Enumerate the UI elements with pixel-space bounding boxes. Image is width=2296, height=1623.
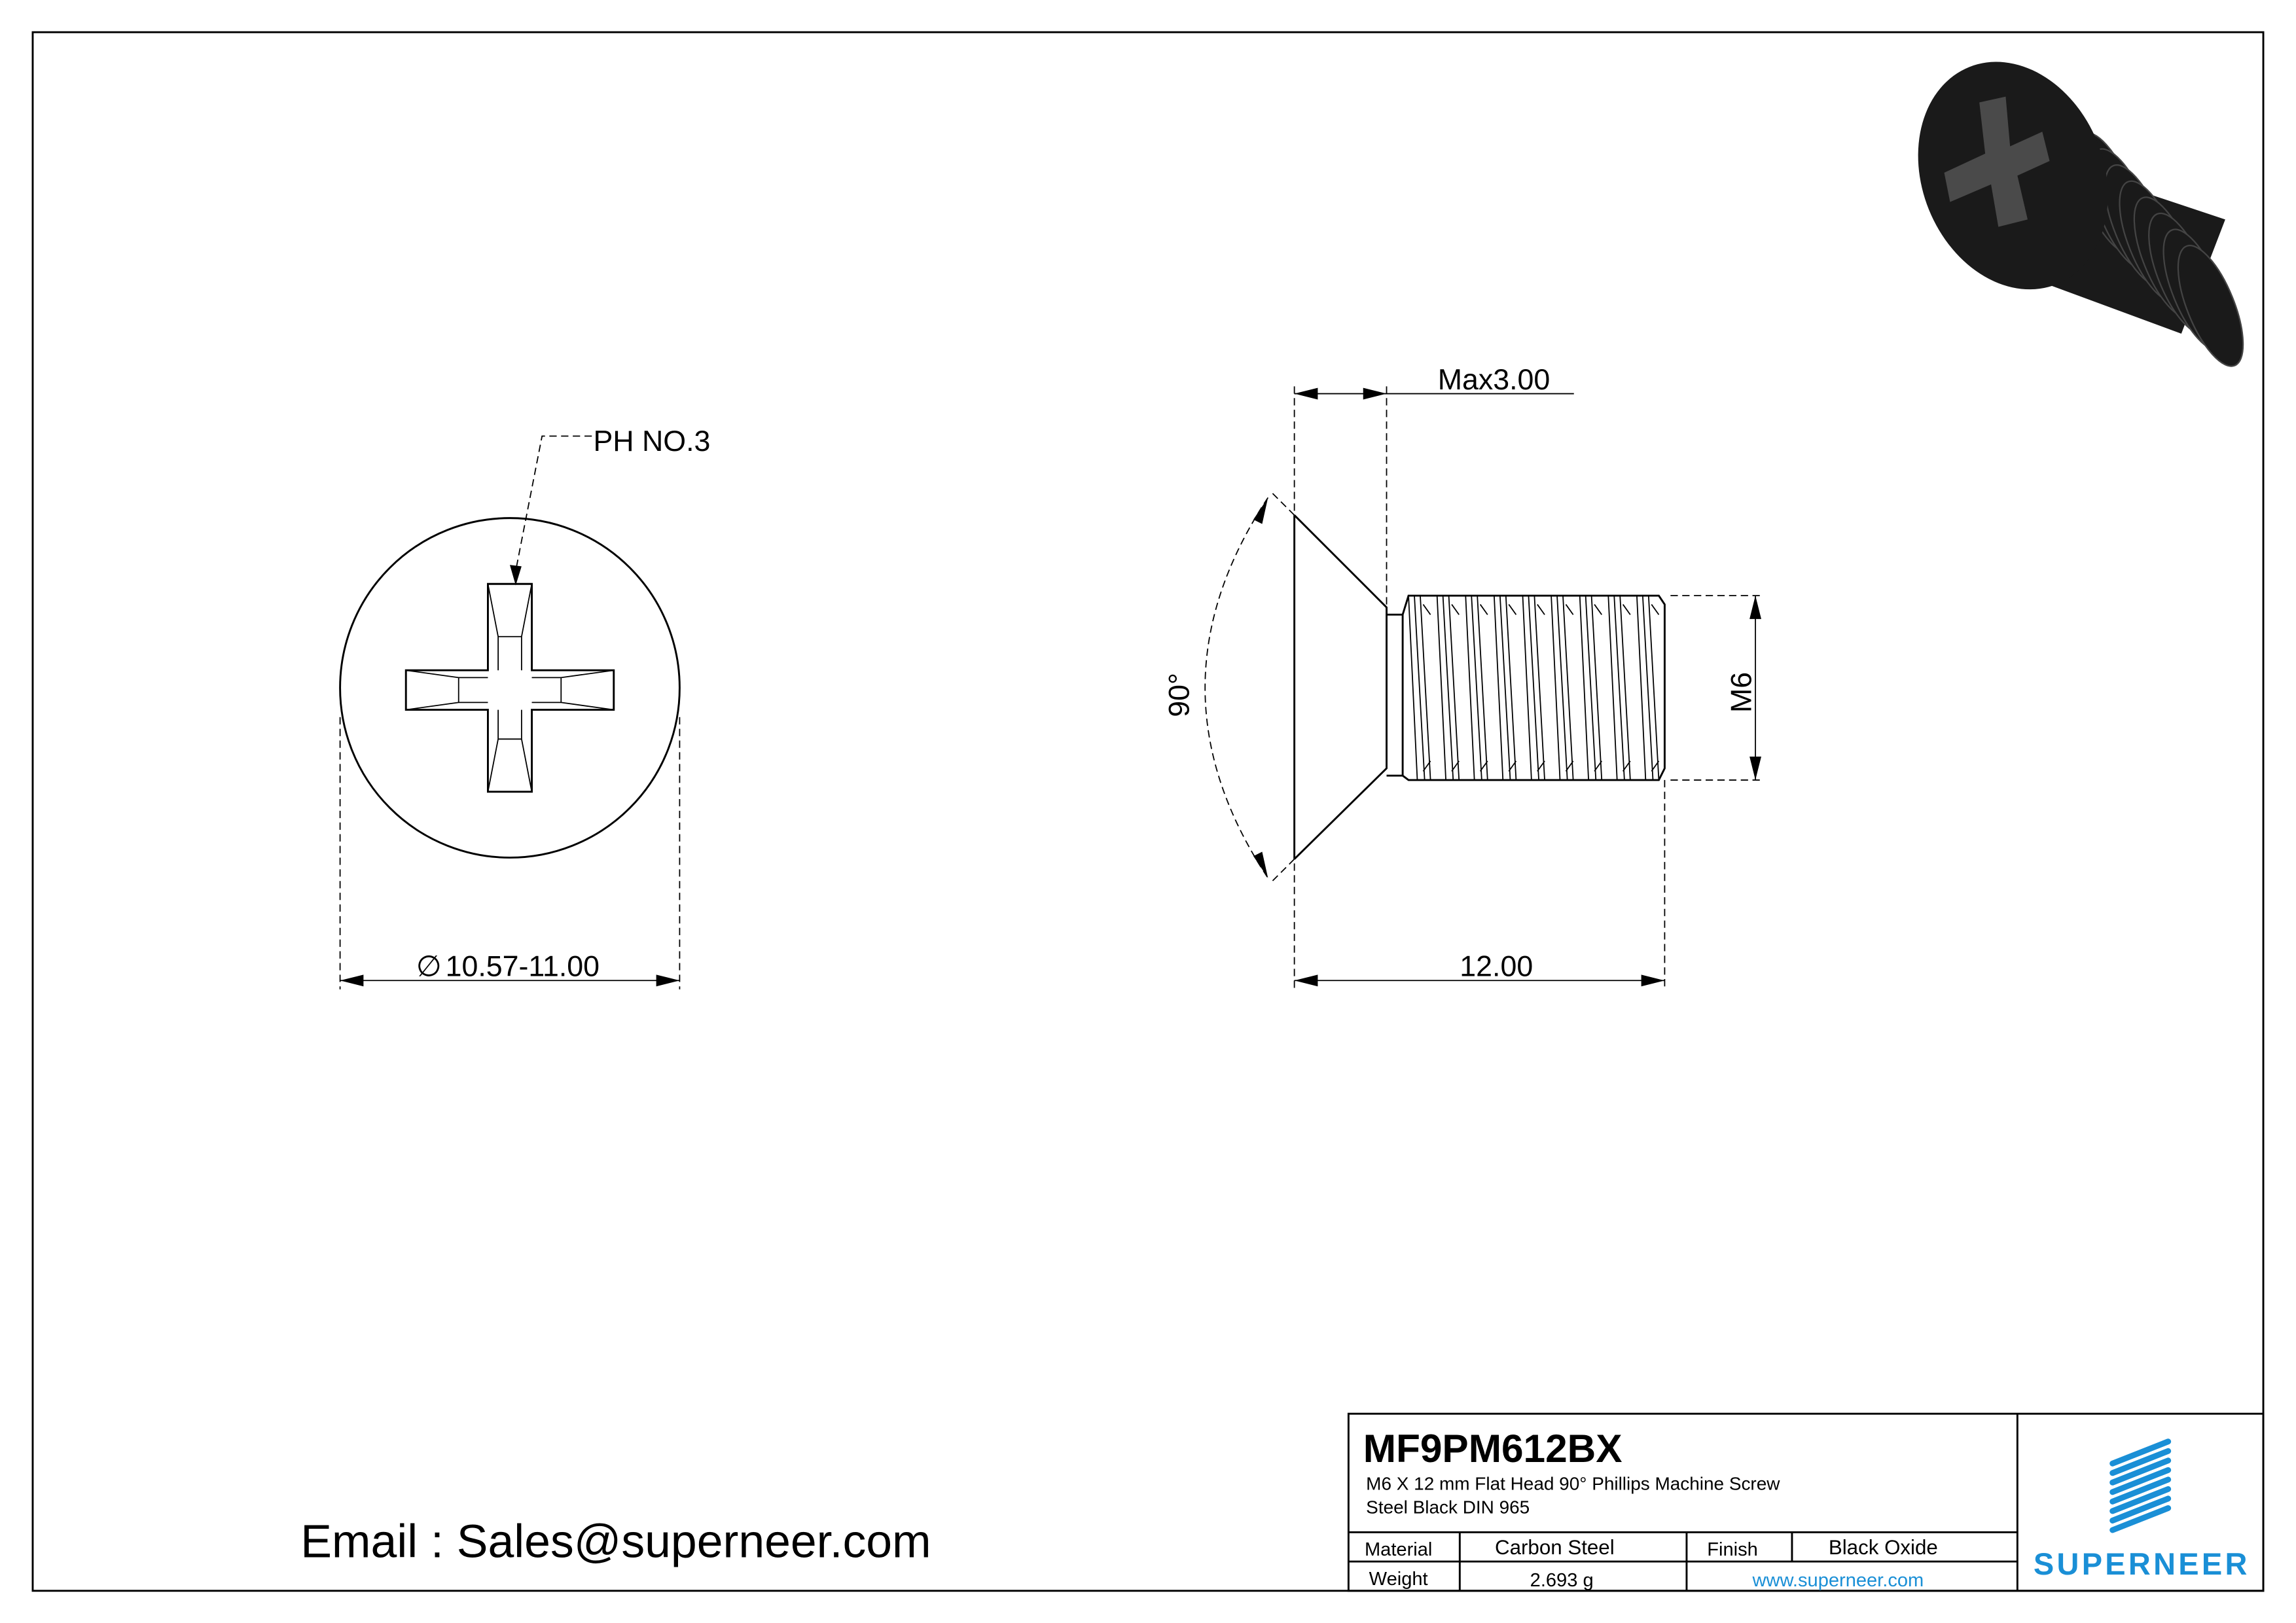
diameter-label: 10.57-11.00: [446, 951, 600, 983]
head-outline: [1293, 514, 1388, 860]
weight-value: 2.693 g: [1530, 1570, 1594, 1591]
thread-label: M6: [1725, 672, 1757, 713]
thread-crest: [1465, 596, 1488, 780]
description-line2: Steel Black DIN 965: [1366, 1497, 1530, 1517]
logo-stripe: [2109, 1448, 2172, 1476]
logo-stripe: [2109, 1457, 2172, 1486]
part-number: MF9PM612BX: [1363, 1426, 1623, 1471]
logo-stripe: [2109, 1476, 2172, 1505]
thread-crest: [1636, 596, 1660, 780]
render-thread: [2177, 245, 2244, 367]
finish-value: Black Oxide: [1829, 1536, 1938, 1559]
superneer-logo-icon: [2109, 1438, 2172, 1533]
logo-stripe: [2109, 1486, 2172, 1514]
logo-stripe: [2109, 1438, 2172, 1467]
angle-label: 90°: [1164, 673, 1196, 717]
head-circle: [339, 517, 681, 859]
phillips-cross: [404, 582, 615, 793]
website-link[interactable]: www.superneer.com: [1752, 1570, 1924, 1591]
weight-label: Weight: [1369, 1569, 1428, 1590]
description-line1: M6 X 12 mm Flat Head 90° Phillips Machin…: [1366, 1474, 1780, 1494]
material-label: Material: [1365, 1539, 1432, 1560]
finish-label: Finish: [1707, 1539, 1758, 1560]
thread-crest: [1579, 596, 1603, 780]
length-label: 12.00: [1460, 951, 1533, 983]
logo-stripe: [2109, 1505, 2172, 1533]
drawing-border: [31, 31, 2265, 1592]
thread-crest: [1522, 596, 1545, 780]
email-text: Email : Sales@superneer.com: [300, 1515, 931, 1567]
front-view: PH NO.3 ∅ 10.57-11.00: [339, 425, 710, 990]
thread-crest: [1493, 596, 1517, 780]
thread-crest: [1436, 596, 1460, 780]
side-view: Max3.00 90° M6 12.00: [1164, 364, 1765, 990]
thread-crest: [1408, 596, 1431, 780]
material-value: Carbon Steel: [1495, 1536, 1615, 1559]
logo-stripe: [2109, 1495, 2172, 1524]
screw-3d-render-icon: [1918, 62, 2244, 367]
diameter-symbol: ∅: [416, 951, 442, 983]
logo-stripe: [2109, 1467, 2172, 1495]
head-height-label: Max3.00: [1438, 364, 1551, 396]
drive-label: PH NO.3: [593, 425, 710, 457]
thread-crest: [1551, 596, 1574, 780]
thread-body: [1386, 594, 1666, 781]
logo-text: SUPERNEER: [2034, 1546, 2247, 1581]
thread-crest: [1607, 596, 1631, 780]
title-block: MF9PM612BX M6 X 12 mm Flat Head 90° Phil…: [1347, 1412, 2265, 1592]
